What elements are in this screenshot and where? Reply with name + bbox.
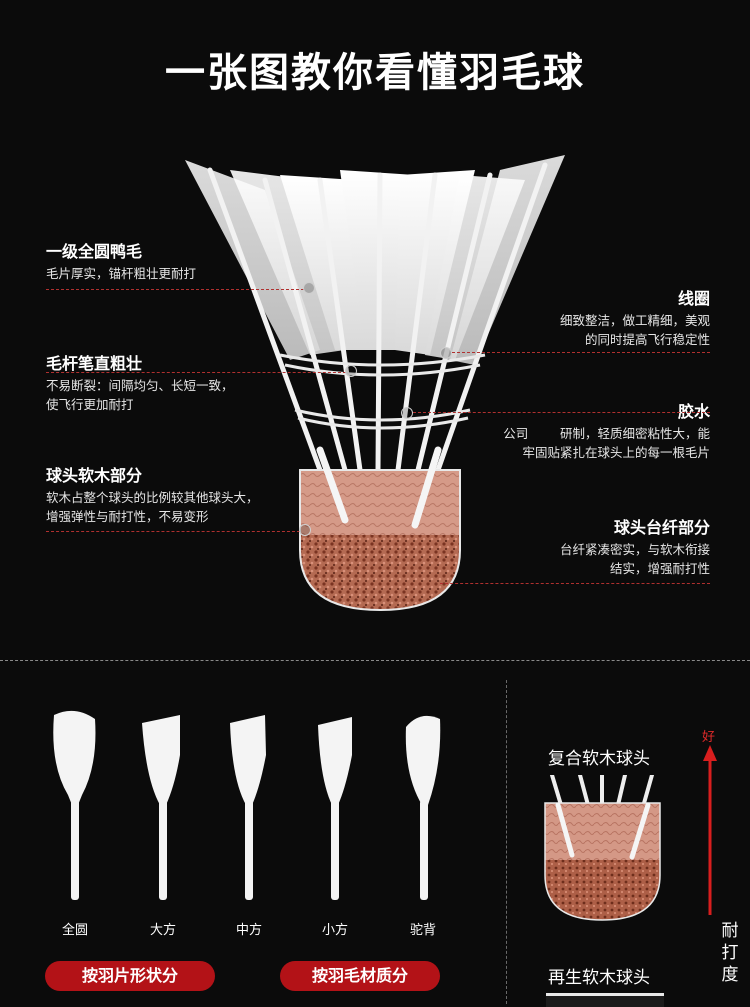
feather-shape-label: 中方 xyxy=(235,923,262,938)
column-divider xyxy=(506,680,507,1004)
feature-feather-desc: 毛片厚实，锚杆粗壮更耐打 xyxy=(46,266,197,281)
feather-shape-label: 全圆 xyxy=(61,923,88,938)
feature-shaft-title: 毛杆笔直粗壮 xyxy=(46,354,143,373)
feature-thread-title: 线圈 xyxy=(677,289,710,308)
feature-base-desc-2: 结实，增强耐打性 xyxy=(609,561,710,576)
feather-shape-label: 小方 xyxy=(321,923,348,938)
shuttlecock-illustration xyxy=(185,155,565,612)
durability-label-1: 耐 xyxy=(721,921,739,941)
by-shape-button[interactable]: 按羽片形状分 xyxy=(45,961,215,991)
recycled-cork-illustration-top xyxy=(546,993,664,1007)
feature-thread-desc-1: 细致整洁，做工精细，美观 xyxy=(559,313,710,328)
cork-type-recycled-label: 再生软木球头 xyxy=(548,968,650,988)
durability-label-3: 度 xyxy=(721,965,739,985)
feather-shape-label: 驼背 xyxy=(409,923,436,938)
page-title: 一张图教你看懂羽毛球 xyxy=(165,50,585,96)
feature-base-title: 球头台纤部分 xyxy=(613,518,710,537)
feature-feather-title: 一级全圆鸭毛 xyxy=(46,242,143,261)
feather-shape-label: 大方 xyxy=(149,923,176,938)
feature-glue-desc-2: 牢固贴紧扎在球头上的每一根毛片 xyxy=(522,445,710,460)
feature-thread-desc-2: 的同时提高飞行稳定性 xyxy=(584,332,710,347)
feature-cork-desc-2: 增强弹性与耐打性，不易变形 xyxy=(46,509,209,524)
feature-base-desc-1: 台纤紧凑密实，与软木衔接 xyxy=(559,542,710,557)
composite-cork-illustration xyxy=(544,775,661,921)
feature-cork-title: 球头软木部分 xyxy=(46,466,143,485)
section-divider xyxy=(0,660,750,661)
cork-type-composite-label: 复合软木球头 xyxy=(548,749,650,769)
feature-glue-desc-1: 公司 研制，轻质细密粘性大，能 xyxy=(503,426,710,441)
feature-glue-title: 胶水 xyxy=(677,402,710,421)
thread-rings xyxy=(279,353,486,430)
feature-shaft-desc-2: 使飞行更加耐打 xyxy=(46,397,134,412)
scale-good-label: 好 xyxy=(702,730,716,745)
by-material-button[interactable]: 按羽毛材质分 xyxy=(280,961,440,991)
cork-head xyxy=(299,446,461,612)
feather-shapes-illustration xyxy=(53,710,441,900)
durability-arrow xyxy=(703,745,717,915)
durability-label-2: 打 xyxy=(721,943,739,963)
feature-cork-desc-1: 软木占整个球头的比例较其他球头大， xyxy=(46,490,259,505)
feature-shaft-desc-1: 不易断裂：间隔均匀、长短一致， xyxy=(46,378,234,393)
